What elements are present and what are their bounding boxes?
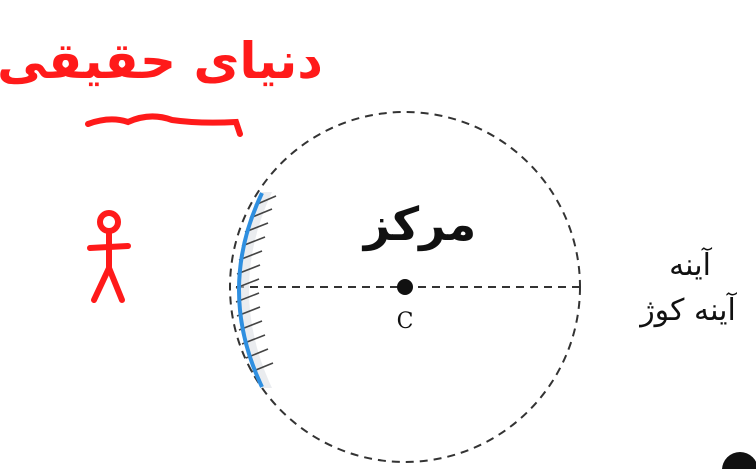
center-dot-icon — [397, 279, 413, 295]
convex-mirror-icon — [235, 192, 277, 388]
center-word-text: مرکز — [362, 197, 476, 251]
right-note-line2: آینه کوژ — [638, 292, 737, 328]
right-note-line1: آینه — [669, 247, 712, 283]
stick-figure-icon — [87, 210, 131, 303]
red-heading-text: دنیای حقیقی — [0, 32, 323, 90]
center-point-label: C — [397, 309, 414, 334]
cropped-dot — [722, 452, 756, 469]
heading-underline — [85, 113, 243, 137]
